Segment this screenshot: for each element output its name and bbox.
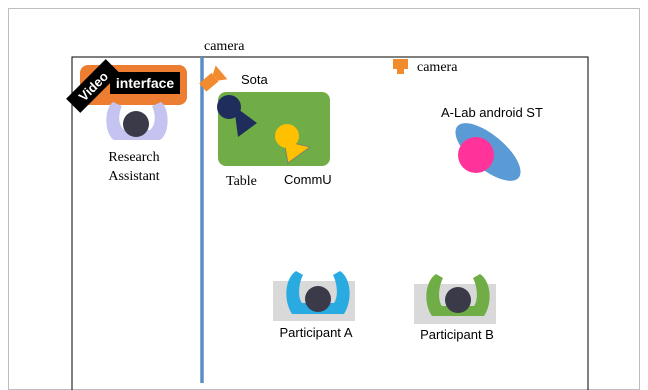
camera-icon xyxy=(393,59,408,74)
android-head xyxy=(458,137,494,173)
video-label-bg xyxy=(66,59,120,113)
assistant-head xyxy=(123,111,149,137)
participant-b-head xyxy=(445,287,471,313)
research-assistant-figure xyxy=(106,102,168,140)
alab-android-figure xyxy=(455,123,521,181)
camera-right-label: camera xyxy=(417,60,458,75)
sota-robot xyxy=(217,95,257,137)
participant-a-figure xyxy=(273,271,355,321)
assistant-arms xyxy=(106,102,168,140)
commu-label: CommU xyxy=(284,172,332,187)
interface-label-bg xyxy=(110,72,180,94)
table-label: Table xyxy=(226,174,257,189)
research-assistant-label-line1: Research xyxy=(108,150,159,165)
participant-b-label: Participant B xyxy=(420,327,494,342)
research-assistant-label-line2: Assistant xyxy=(108,169,159,184)
participant-a-label: Participant A xyxy=(280,325,353,340)
interface-label: interface xyxy=(116,75,175,91)
sota-label: Sota xyxy=(241,72,269,87)
sota-camera-icon xyxy=(199,65,228,92)
commu-robot xyxy=(275,124,311,164)
alab-android-label: A-Lab android ST xyxy=(441,105,543,120)
participant-a-arms xyxy=(286,271,350,314)
camera-top-label: camera xyxy=(204,39,245,54)
participant-a-head xyxy=(305,286,331,312)
participant-b-figure xyxy=(414,274,496,324)
video-interface: interface Video xyxy=(66,59,187,113)
room-outline xyxy=(71,56,589,390)
